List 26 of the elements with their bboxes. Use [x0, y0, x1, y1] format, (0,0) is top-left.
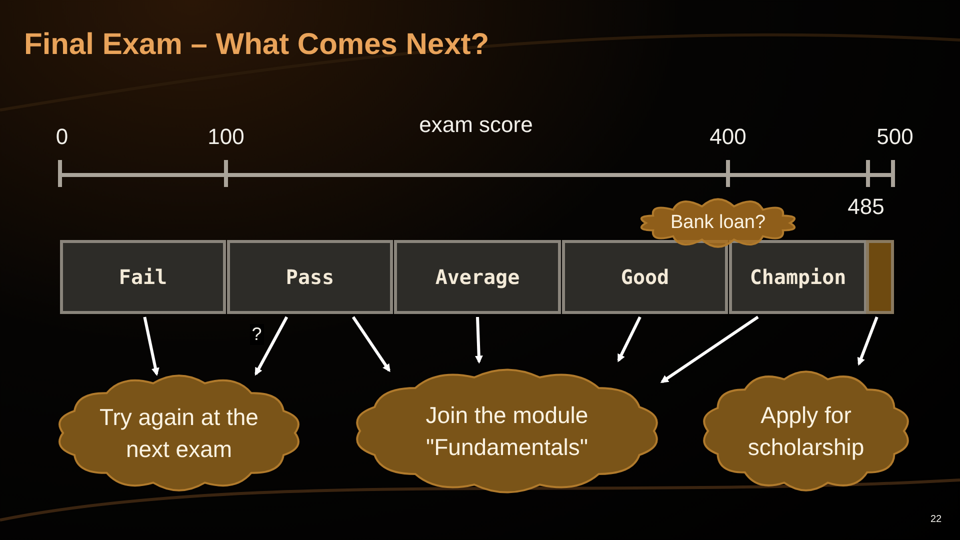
- arrow: [617, 316, 642, 362]
- tick-label: 0: [56, 124, 68, 150]
- slide-title: Final Exam – What Comes Next?: [24, 28, 490, 62]
- arrow: [352, 316, 390, 372]
- range-box: [866, 240, 894, 314]
- arrow: [857, 316, 878, 366]
- cloud-text: Apply for scholarship: [746, 400, 866, 462]
- tick-label: 400: [710, 124, 746, 150]
- range-box: Pass: [227, 240, 393, 314]
- tick-label: 500: [876, 124, 914, 150]
- range-box: Average: [394, 240, 561, 314]
- axis-title: exam score: [419, 112, 533, 138]
- edge-label: ?: [250, 324, 264, 345]
- cloud-text: Join the module "Fundamentals": [424, 400, 590, 462]
- cloud-text: Try again at the next exam: [98, 402, 260, 464]
- tick-label: 485: [848, 194, 884, 220]
- range-box: Good: [562, 240, 728, 314]
- arrow: [660, 316, 759, 384]
- arrow: [474, 316, 483, 364]
- cloud-text: Bank loan?: [670, 210, 766, 235]
- page-number: 22: [930, 514, 942, 525]
- range-box: Champion: [729, 240, 867, 314]
- arrow: [143, 316, 160, 376]
- arrow: [254, 316, 288, 376]
- range-box: Fail: [60, 240, 226, 314]
- tick-label: 100: [208, 124, 244, 150]
